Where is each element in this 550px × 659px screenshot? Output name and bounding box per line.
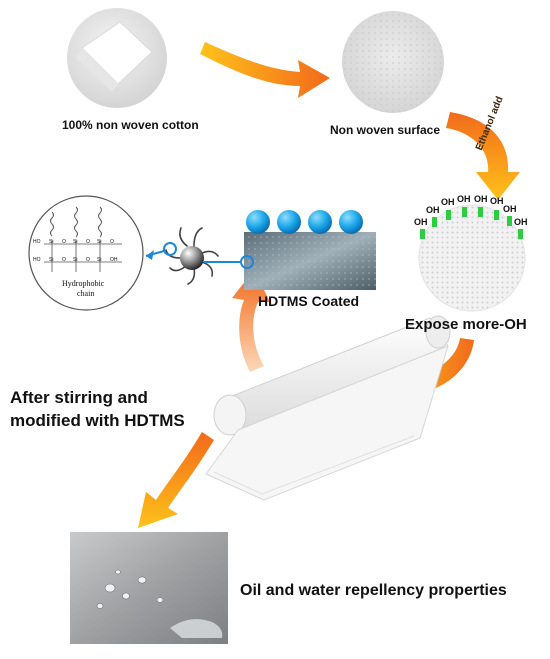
chain-atom-si: Si [97, 257, 102, 263]
oh-green-marker [446, 210, 451, 220]
chain-atom-o: O [110, 239, 114, 245]
chain-atom-si: Si [73, 239, 78, 245]
surface-zoom-marker [240, 255, 254, 269]
oh-green-marker [507, 216, 512, 226]
water-bead [156, 597, 164, 603]
chain-atom-si: Si [49, 239, 54, 245]
label-stirring-line2: modified with HDTMS [10, 411, 185, 430]
oh-green-marker [420, 229, 425, 239]
arrow-roll-to-coated [232, 270, 270, 372]
chain-atom-o: O [86, 257, 90, 263]
water-bead [96, 603, 104, 609]
oh-label: OH [457, 194, 471, 204]
oh-label: OH [514, 217, 528, 227]
chain-atom-si: Si [97, 239, 102, 245]
label-expose-oh: Expose more-OH [405, 316, 527, 333]
hdtms-molecule-icon [145, 227, 240, 285]
chain-label-line1: Hydrophobic [62, 279, 105, 288]
oh-green-marker [478, 207, 483, 217]
oh-green-marker [432, 217, 437, 227]
oh-label: OH [474, 194, 488, 204]
expose-oh-image [418, 204, 526, 312]
arrow-roll-to-repellency [138, 432, 214, 528]
hdtms-coated-surface [240, 210, 376, 290]
arrow-cotton-to-surface [200, 42, 330, 98]
oh-label: OH [490, 196, 504, 206]
label-cotton: 100% non woven cotton [62, 118, 199, 132]
label-hdtms-coated: HDTMS Coated [258, 293, 360, 309]
cotton-fabric-image [67, 8, 167, 108]
oh-green-marker [494, 210, 499, 220]
water-droplet [277, 210, 301, 234]
water-bead [122, 592, 130, 600]
water-droplet [246, 210, 270, 234]
water-bead [137, 576, 147, 584]
water-droplet [308, 210, 332, 234]
nonwoven-surface-image [342, 11, 444, 113]
oh-green-marker [462, 207, 467, 217]
water-bead [115, 569, 121, 575]
chain-atom-si: Si [49, 257, 54, 263]
label-stirring-line1: After stirring and [10, 388, 148, 407]
chain-atom-ho: HO [33, 239, 41, 245]
arrow-ethanol-add [446, 112, 520, 200]
oh-label: OH [414, 217, 428, 227]
oh-label: OH [503, 204, 517, 214]
chain-atom-oh: OH [110, 257, 118, 263]
chain-label-line2: chain [77, 289, 95, 298]
chain-atom-si: Si [73, 257, 78, 263]
label-repellency: Oil and water repellency properties [240, 582, 507, 599]
oh-label: OH [441, 197, 455, 207]
hydrophobic-chain-diagram [28, 195, 144, 311]
water-bead [104, 583, 116, 593]
chain-atom-o: O [86, 239, 90, 245]
chain-atom-ho: HO [33, 257, 41, 263]
oh-green-marker [518, 229, 523, 239]
chain-atom-o: O [62, 239, 66, 245]
label-nonwoven-surface: Non woven surface [330, 123, 441, 137]
water-droplet [339, 210, 363, 234]
oh-label: OH [426, 205, 440, 215]
chain-atom-o: O [62, 257, 66, 263]
nonwoven-roll-image [205, 315, 451, 501]
water-repellency-photo [70, 532, 228, 644]
